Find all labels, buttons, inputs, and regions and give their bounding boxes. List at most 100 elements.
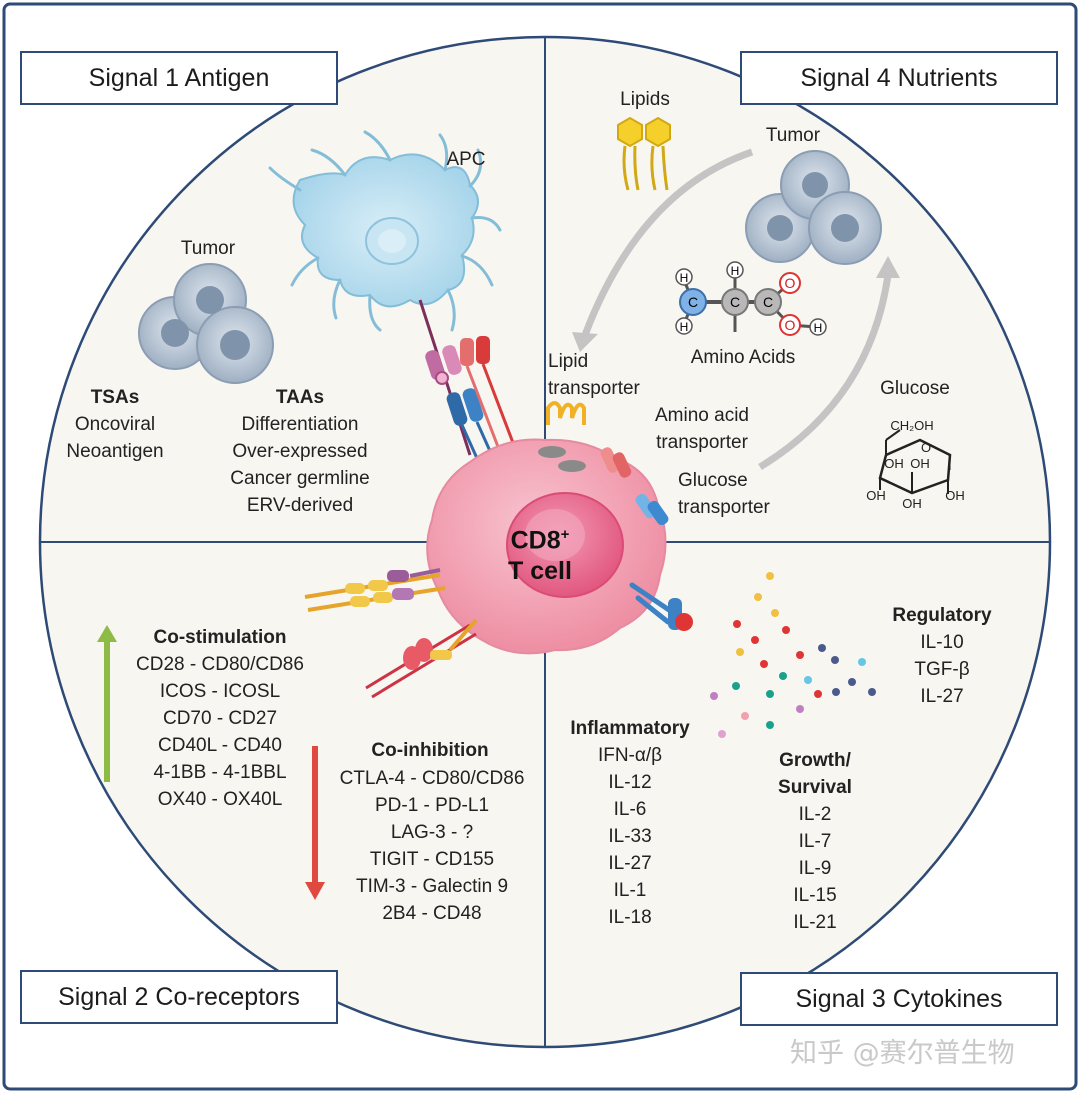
- regulatory-item: IL-27: [920, 686, 964, 707]
- costim-title: Co-stimulation: [153, 627, 287, 648]
- coinhib-item: PD-1 - PD-L1: [374, 795, 490, 816]
- tumor-cluster-q1: [138, 263, 274, 384]
- signal-2-co-receptors-box: Signal 2 Co-receptors: [20, 970, 338, 1024]
- atom-h2: H: [680, 320, 689, 334]
- tcr-complex: [418, 299, 517, 466]
- amino-transporter-shape: [600, 447, 632, 478]
- regulatory-title: Regulatory: [892, 605, 992, 626]
- tsa-item: Oncoviral: [74, 414, 156, 435]
- watermark: 知乎 @赛尔普生物: [790, 1038, 1015, 1069]
- lipid-transporter-line: transporter: [548, 378, 640, 399]
- taa-item: ERV-derived: [246, 495, 354, 516]
- inflammatory-item: IL-18: [608, 907, 652, 928]
- atom-h3: H: [731, 264, 740, 278]
- growth-title-line: Survival: [778, 777, 852, 798]
- cytokine-receptor: [629, 582, 693, 631]
- nutrient-arrows: [572, 148, 900, 470]
- co-receptor-upper: [304, 568, 446, 612]
- glucose-label: Glucose: [880, 378, 950, 399]
- coinhib-item: LAG-3 - ?: [390, 822, 474, 843]
- taa-item: Differentiation: [241, 414, 359, 435]
- inflammatory-item: IL-6: [613, 799, 647, 820]
- lipid-transporter-shape: [538, 401, 586, 472]
- costim-item: OX40 - OX40L: [157, 789, 283, 810]
- growth-title-line: Growth/: [779, 750, 851, 771]
- glucose-oh1: OH: [884, 456, 904, 471]
- coinhib-title: Co-inhibition: [371, 740, 489, 761]
- signal-1-antigen-box: Signal 1 Antigen: [20, 51, 338, 105]
- glucose-transporter-line: Glucose: [678, 470, 748, 491]
- growth-item: IL-2: [798, 804, 832, 825]
- tumor-label-q1: Tumor: [180, 238, 236, 259]
- taa-list: Differentiation Over-expressed Cancer ge…: [210, 411, 390, 519]
- regulatory-list: IL-10 TGF-β IL-27: [892, 629, 992, 710]
- glucose-oh4: OH: [945, 488, 965, 503]
- coinhib-item: TIGIT - CD155: [369, 849, 495, 870]
- atom-o2: O: [785, 317, 796, 333]
- lipid-transporter-line: Lipid: [548, 351, 589, 372]
- costim-item: CD70 - CD27: [162, 708, 278, 729]
- growth-item: IL-15: [793, 885, 837, 906]
- lipid-transporter-label: Lipid transporter: [548, 348, 674, 402]
- cell-name-sup: +: [560, 526, 570, 543]
- costim-item: CD40L - CD40: [158, 735, 282, 756]
- atom-o1: O: [785, 275, 796, 291]
- cd8-t-cell-label: CD8+ T cell: [480, 519, 600, 587]
- inflammatory-item: IL-1: [613, 880, 647, 901]
- glucose-o: O: [921, 440, 931, 455]
- tumor-cluster-q4: [745, 150, 882, 265]
- inflammatory-item: IL-12: [608, 772, 652, 793]
- inflammatory-item: IFN-α/β: [597, 745, 663, 766]
- growth-item: IL-21: [793, 912, 837, 933]
- atom-c3: C: [763, 294, 773, 310]
- glucose-ch2oh: CH₂OH: [890, 418, 933, 433]
- cell-line-2: T cell: [508, 557, 572, 586]
- amino-transporter-line: transporter: [656, 432, 748, 453]
- cell-name-cd8: CD8: [510, 526, 561, 555]
- glucose-transporter-shape: [635, 493, 669, 526]
- lipids-label: Lipids: [620, 89, 670, 110]
- coinhib-list: CTLA-4 - CD80/CD86 PD-1 - PD-L1 LAG-3 - …: [318, 765, 546, 927]
- atom-h1: H: [680, 271, 689, 285]
- signal-3-cytokines-box: Signal 3 Cytokines: [740, 972, 1058, 1026]
- growth-item: IL-7: [798, 831, 832, 852]
- growth-list: IL-2 IL-7 IL-9 IL-15 IL-21: [765, 801, 865, 936]
- glucose-oh2: OH: [866, 488, 886, 503]
- inflammatory-list: IFN-α/β IL-12 IL-6 IL-33 IL-27 IL-1 IL-1…: [580, 742, 680, 931]
- taa-title: TAAs: [275, 387, 325, 408]
- amino-transporter-label: Amino acid transporter: [637, 402, 767, 456]
- glucose-oh3: OH: [910, 456, 930, 471]
- tsa-list: Oncoviral Neoantigen: [45, 411, 185, 465]
- tumor-label-q4: Tumor: [765, 125, 821, 146]
- apc-label: APC: [446, 149, 486, 170]
- atom-c2: C: [730, 294, 740, 310]
- coinhib-item: TIM-3 - Galectin 9: [355, 876, 509, 897]
- lipid-molecules: [617, 116, 671, 191]
- inflammatory-item: IL-27: [608, 853, 652, 874]
- regulatory-item: IL-10: [920, 632, 964, 653]
- amino-acid-structure: C C C O O H H H H: [675, 261, 827, 336]
- coinhib-item: 2B4 - CD48: [382, 903, 482, 924]
- cytokine-dots: [710, 572, 876, 738]
- amino-transporter-line: Amino acid: [655, 405, 749, 426]
- signal-4-nutrients-box: Signal 4 Nutrients: [740, 51, 1058, 105]
- cell-line-1: CD8+: [480, 519, 600, 556]
- glucose-transporter-line: transporter: [678, 497, 770, 518]
- inflammatory-item: IL-33: [608, 826, 652, 847]
- glucose-structure: CH₂OH O OH OH OH OH OH: [866, 418, 965, 511]
- apc-cell: [268, 130, 502, 332]
- coinhib-item: CTLA-4 - CD80/CD86: [339, 768, 525, 789]
- coinhib-arrow: [305, 746, 325, 900]
- growth-title: Growth/ Survival: [755, 747, 875, 801]
- regulatory-item: TGF-β: [914, 659, 970, 680]
- tsa-title: TSAs: [90, 387, 140, 408]
- taa-item: Cancer germline: [230, 468, 370, 489]
- costim-arrow: [97, 625, 117, 782]
- tsa-item: Neoantigen: [66, 441, 164, 462]
- taa-item: Over-expressed: [232, 441, 368, 462]
- atom-h4: H: [814, 321, 823, 335]
- costim-item: CD28 - CD80/CD86: [136, 654, 304, 675]
- amino-acids-label: Amino Acids: [690, 347, 796, 368]
- inflammatory-title: Inflammatory: [570, 718, 690, 739]
